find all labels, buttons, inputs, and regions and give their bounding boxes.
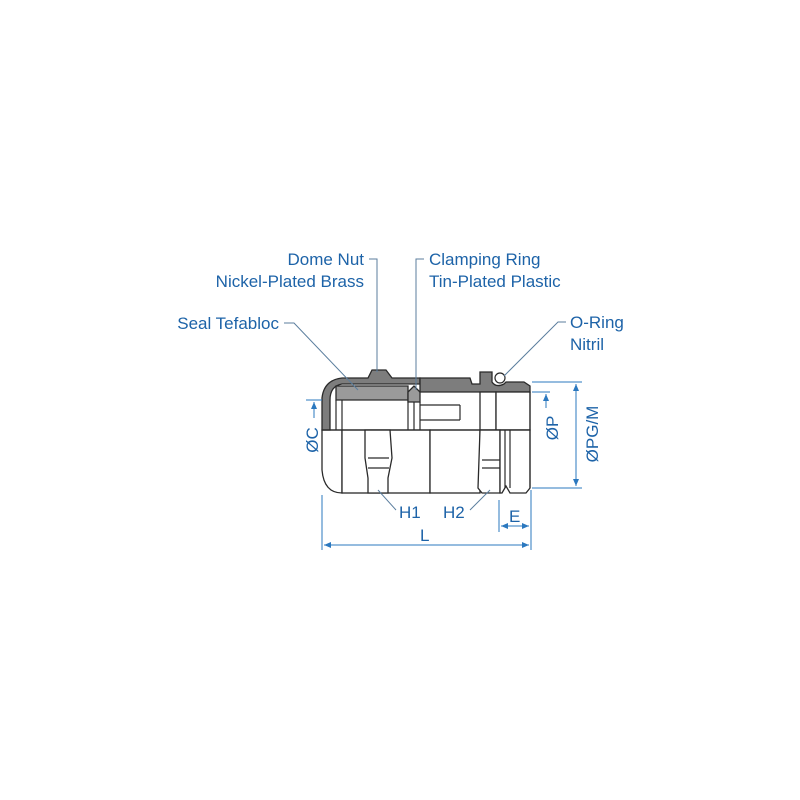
seal-tefabloc bbox=[335, 385, 409, 401]
leader-lines bbox=[284, 258, 566, 511]
gland-body-shell bbox=[419, 371, 531, 393]
gland-body-lower bbox=[429, 429, 481, 494]
dome-nut-material: Nickel-Plated Brass bbox=[216, 272, 364, 291]
dome-nut-body bbox=[321, 429, 343, 494]
o-ring-label: O-Ring bbox=[570, 313, 624, 332]
dim-pgm-label: ØPG/M bbox=[583, 406, 602, 463]
dim-h2-label: H2 bbox=[443, 503, 465, 522]
dim-l-label: L bbox=[420, 526, 429, 545]
seal-label: Seal Tefabloc bbox=[177, 314, 279, 333]
hex-h1 bbox=[364, 429, 393, 494]
dome-nut-shell bbox=[321, 369, 421, 431]
dim-e-label: E bbox=[509, 507, 520, 526]
gland-drawing bbox=[321, 369, 531, 494]
clamping-ring-label: Clamping Ring bbox=[429, 250, 541, 269]
dome-nut-label: Dome Nut bbox=[287, 250, 364, 269]
dim-p-label: ØP bbox=[543, 416, 562, 441]
o-ring-material: Nitril bbox=[570, 335, 604, 354]
dim-c-label: ØC bbox=[303, 427, 322, 453]
dim-h1-label: H1 bbox=[399, 503, 421, 522]
dimension-lines bbox=[306, 381, 582, 550]
hex-h2 bbox=[477, 429, 501, 494]
o-ring bbox=[494, 372, 506, 384]
clamping-ring bbox=[407, 385, 421, 403]
clamping-ring-material: Tin-Plated Plastic bbox=[429, 272, 561, 291]
